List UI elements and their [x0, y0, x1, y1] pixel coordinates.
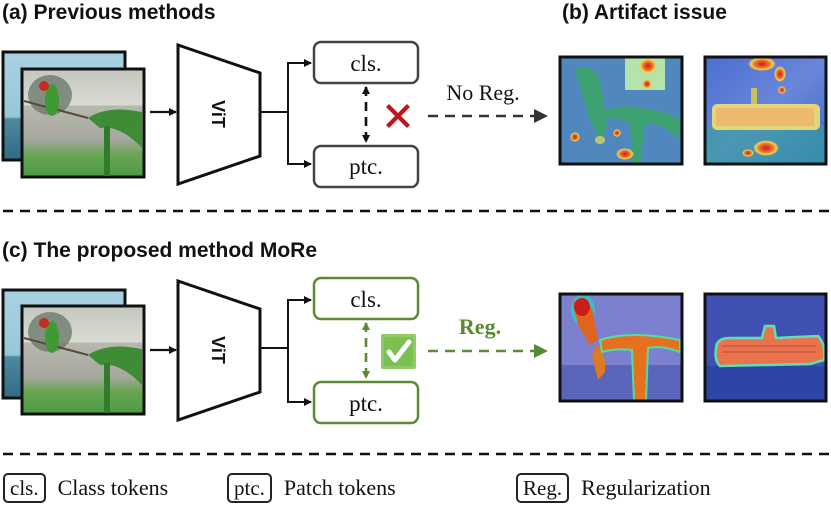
legend-key-box: Reg. — [516, 473, 570, 503]
cls-token-box-a: cls. — [312, 40, 420, 85]
reg-label: Reg. — [459, 314, 501, 339]
vit-encoder-c: ViT — [176, 278, 262, 423]
cls-token-box-c: cls. — [312, 276, 420, 321]
vit-encoder-a: ViT — [176, 42, 262, 187]
ptc-label: ptc. — [349, 154, 383, 179]
cross-mark-icon — [386, 104, 410, 128]
panel-b-title: (b) Artifact issue — [562, 1, 727, 24]
panel-c-title: (c) The proposed method MoRe — [2, 239, 317, 262]
legend-desc: Class tokens — [57, 475, 169, 500]
ptc-token-box-a: ptc. — [312, 144, 420, 189]
clean-map-ship — [703, 292, 828, 403]
legend-desc: Regularization — [581, 475, 711, 500]
ptc-label: ptc. — [349, 391, 383, 416]
check-mark-icon — [381, 334, 416, 369]
cls-label: cls. — [350, 287, 381, 312]
ptc-token-box-c: ptc. — [312, 380, 420, 425]
front-image-parrot — [20, 67, 146, 179]
legend-item-cls: cls. Class tokens — [3, 473, 168, 503]
input-image-stack-c — [1, 288, 146, 416]
no-reg-label: No Reg. — [446, 80, 519, 105]
vit-label: ViT — [208, 336, 228, 364]
legend-item-ptc: ptc. Patch tokens — [227, 473, 396, 503]
legend-key-box: ptc. — [227, 473, 272, 503]
front-image-parrot — [20, 304, 146, 416]
vit-label: ViT — [208, 100, 228, 128]
artifact-map-parrot — [558, 55, 684, 166]
cls-label: cls. — [350, 51, 381, 76]
artifact-map-ship — [703, 55, 828, 166]
legend-key-box: cls. — [3, 473, 46, 503]
legend-item-reg: Reg. Regularization — [516, 473, 711, 503]
clean-map-parrot — [558, 292, 684, 403]
panel-a-title: (a) Previous methods — [2, 1, 216, 24]
input-image-stack-a: ViT cls. ptc. No Reg. — [1, 40, 548, 189]
legend-desc: Patch tokens — [283, 475, 396, 500]
